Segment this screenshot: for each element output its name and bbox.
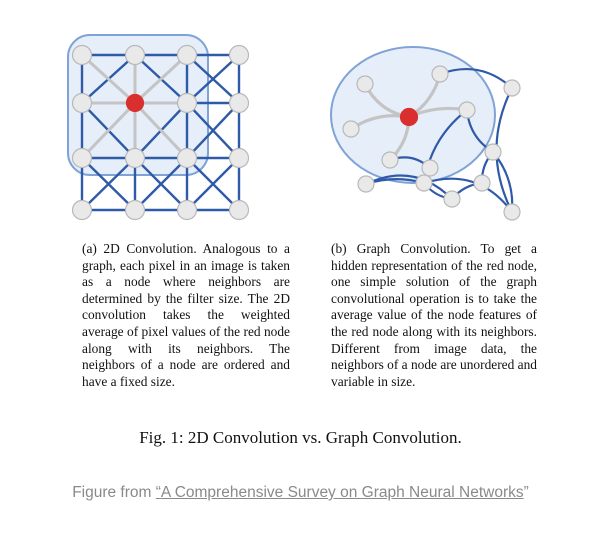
pixel-node bbox=[176, 44, 198, 66]
close-quote: ” bbox=[523, 484, 529, 501]
red-center-node bbox=[125, 93, 145, 113]
graph-node bbox=[381, 151, 399, 169]
neighbor-edge bbox=[133, 53, 189, 105]
caption-graph-convolution: (b) Graph Convolution. To get a hidden r… bbox=[331, 241, 537, 389]
graph-node bbox=[484, 143, 502, 161]
graph-node bbox=[356, 75, 374, 93]
source-prefix: Figure from bbox=[72, 484, 156, 501]
grid-edge bbox=[133, 156, 189, 212]
pixel-node bbox=[176, 147, 198, 169]
grid-nodes bbox=[71, 44, 250, 221]
pixel-node bbox=[71, 44, 93, 66]
neighbor-edge bbox=[80, 53, 137, 105]
neighbor-edge bbox=[80, 101, 137, 160]
grid-edge bbox=[185, 101, 241, 160]
graph-edge bbox=[364, 174, 454, 201]
graph-node bbox=[357, 175, 375, 193]
red-center-node bbox=[399, 107, 419, 127]
pixel-node bbox=[124, 147, 146, 169]
graph-edge bbox=[422, 177, 514, 214]
source-attribution: Figure from “A Comprehensive Survey on G… bbox=[0, 484, 601, 502]
graph-node bbox=[415, 174, 433, 192]
pixel-node bbox=[228, 199, 250, 221]
pixel-node bbox=[228, 92, 250, 114]
pixel-node bbox=[71, 199, 93, 221]
graph-node bbox=[473, 174, 491, 192]
figure-title: Fig. 1: 2D Convolution vs. Graph Convolu… bbox=[139, 428, 462, 447]
pixel-node bbox=[228, 44, 250, 66]
graph-node bbox=[458, 101, 476, 119]
paper-link-text: A Comprehensive Survey on Graph Neural N… bbox=[160, 484, 524, 501]
graph-node bbox=[443, 190, 461, 208]
paper-link[interactable]: “A Comprehensive Survey on Graph Neural … bbox=[156, 484, 524, 501]
pixel-node bbox=[228, 147, 250, 169]
pixel-node bbox=[71, 147, 93, 169]
graph-nodes bbox=[342, 65, 521, 221]
2d-convolution-diagram bbox=[67, 34, 250, 221]
graph-node bbox=[503, 79, 521, 97]
graph-node bbox=[421, 159, 439, 177]
grid-edge bbox=[185, 53, 241, 105]
neighbor-edge bbox=[133, 101, 189, 160]
graph-node bbox=[431, 65, 449, 83]
pixel-node bbox=[124, 199, 146, 221]
grid-edge bbox=[80, 156, 137, 212]
grid-edge bbox=[185, 156, 241, 212]
graph-convolution-diagram bbox=[330, 46, 521, 221]
pixel-node bbox=[176, 92, 198, 114]
pixel-node bbox=[176, 199, 198, 221]
graph-node bbox=[342, 120, 360, 138]
pixel-node bbox=[124, 44, 146, 66]
grid-edges bbox=[80, 53, 241, 212]
pixel-node bbox=[71, 92, 93, 114]
convolution-diagrams bbox=[67, 34, 521, 221]
graph-node bbox=[503, 203, 521, 221]
caption-2d-convolution: (a) 2D Convolution. Analogous to a graph… bbox=[82, 241, 290, 389]
open-quote: “ bbox=[155, 484, 161, 501]
